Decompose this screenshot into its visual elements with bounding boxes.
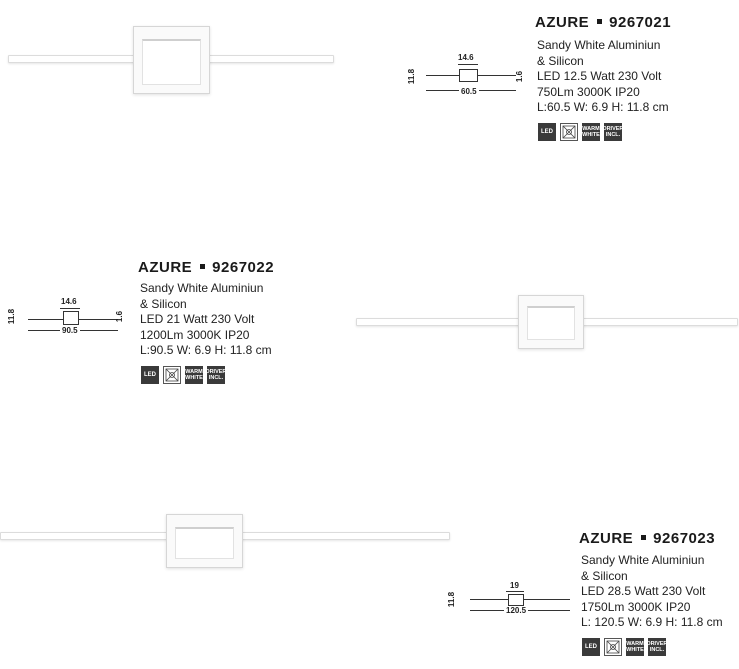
spec-power: LED 21 Watt 230 Volt <box>140 312 255 327</box>
spec-dimensions: L:60.5 W: 6.9 H: 11.8 cm <box>537 100 669 115</box>
dimension-drawing: 14.6 60.5 11.8 1.6 <box>407 52 530 102</box>
spec-material-2: & Silicon <box>537 53 584 68</box>
dim-height: 11.8 <box>7 308 17 325</box>
product-specs: Sandy White Aluminiun & Silicon LED 21 W… <box>140 281 272 359</box>
no-insulation-cover-icon <box>560 123 578 141</box>
dim-plate-width: 19 <box>510 581 519 590</box>
dim-depth: 1.6 <box>115 310 125 323</box>
dim-depth: 1.6 <box>515 70 525 83</box>
spec-power: LED 28.5 Watt 230 Volt <box>581 584 706 599</box>
dim-height: 11.8 <box>447 591 457 608</box>
dim-plate-width: 14.6 <box>61 297 77 306</box>
led-icon: LED <box>538 123 556 141</box>
spec-lumen: 750Lm 3000K IP20 <box>537 84 640 99</box>
spec-dimensions: L:90.5 W: 6.9 H: 11.8 cm <box>140 343 272 358</box>
dim-length: 120.5 <box>504 606 529 615</box>
led-icon: LED <box>582 638 600 656</box>
dim-length: 90.5 <box>60 326 80 335</box>
spec-lumen: 1750Lm 3000K IP20 <box>581 599 691 614</box>
product-specs: Sandy White Aluminiun & Silicon LED 12.5… <box>537 38 669 116</box>
spec-material-2: & Silicon <box>581 568 628 583</box>
spec-material-2: & Silicon <box>140 296 187 311</box>
spec-material: Sandy White Aluminiun <box>581 553 705 567</box>
dim-length: 60.5 <box>459 87 479 96</box>
spec-dimensions: L: 120.5 W: 6.9 H: 11.8 cm <box>581 615 723 630</box>
spec-power: LED 12.5 Watt 230 Volt <box>537 69 662 84</box>
no-insulation-cover-icon <box>163 366 181 384</box>
dim-plate-width: 14.6 <box>458 53 474 62</box>
no-insulation-cover-icon <box>604 638 622 656</box>
dimension-drawing: 14.6 90.5 11.8 1.6 <box>7 296 130 340</box>
spec-lumen: 1200Lm 3000K IP20 <box>140 327 250 342</box>
led-icon: LED <box>141 366 159 384</box>
spec-material: Sandy White Aluminiun <box>537 38 661 52</box>
dimension-drawing: 19 120.5 11.8 <box>447 579 578 619</box>
dim-height: 11.8 <box>407 68 417 85</box>
product-specs: Sandy White Aluminiun & Silicon LED 28.5… <box>581 553 723 631</box>
spec-material: Sandy White Aluminiun <box>140 281 264 295</box>
